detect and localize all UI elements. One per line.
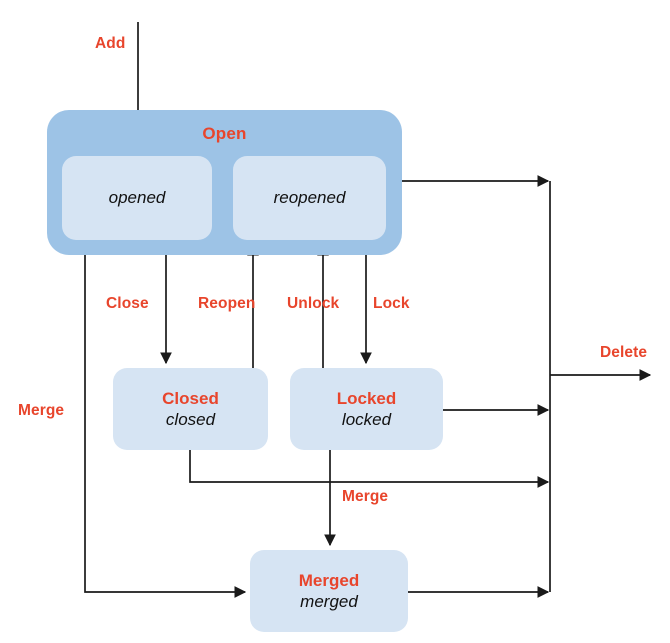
state-merged-value: merged <box>300 592 358 611</box>
edge-closed-to-collector <box>189 450 550 488</box>
state-opened-value: opened <box>108 188 166 207</box>
edge-label-merge-left: Merge <box>18 402 65 419</box>
state-merged-name: Merged <box>298 571 360 590</box>
state-closed-name: Closed <box>162 389 219 408</box>
state-reopened-value: reopened <box>273 188 346 207</box>
state-locked-value: locked <box>341 410 392 429</box>
state-opened[interactable]: opened <box>62 156 212 240</box>
state-reopened[interactable]: reopened <box>233 156 386 240</box>
edge-label-delete: Delete <box>600 344 648 361</box>
state-locked-name: Locked <box>336 389 397 408</box>
state-merged[interactable]: Merged merged <box>250 550 408 632</box>
edge-label-add: Add <box>95 35 126 52</box>
edge-label-reopen: Reopen <box>198 295 256 312</box>
edge-label-unlock: Unlock <box>287 295 340 312</box>
edge-label-merge-center: Merge <box>342 488 389 505</box>
edge-label-lock: Lock <box>373 295 410 312</box>
edge-label-close: Close <box>106 295 149 312</box>
edge-merge-left <box>84 255 247 598</box>
state-closed-value: closed <box>165 410 216 429</box>
state-locked[interactable]: Locked locked <box>290 368 443 450</box>
state-closed[interactable]: Closed closed <box>113 368 268 450</box>
group-open-label: Open <box>202 124 247 143</box>
